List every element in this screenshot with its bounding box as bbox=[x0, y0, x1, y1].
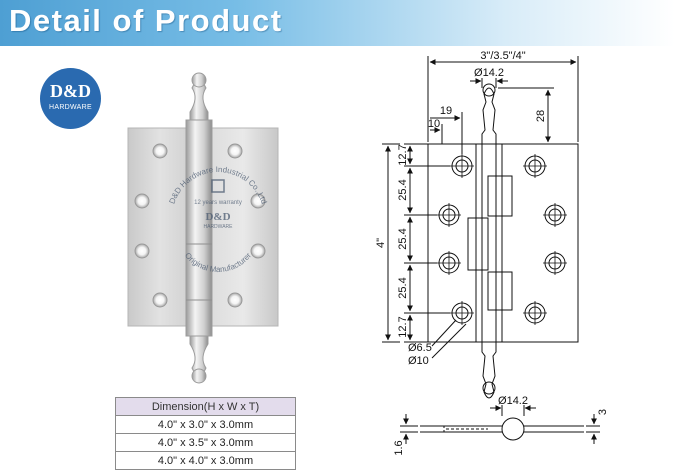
hinge-leaf-right bbox=[207, 127, 279, 327]
screw-hole bbox=[250, 243, 266, 259]
drawing-side-view bbox=[400, 405, 600, 444]
dim-leaf-thickness-label: 1.6 bbox=[393, 440, 405, 455]
dim-hole-outer-label: Ø10 bbox=[408, 355, 429, 367]
dimension-row: 4.0" x 3.5" x 3.0mm bbox=[115, 433, 296, 452]
header-banner: Detail of Product bbox=[0, 0, 675, 46]
technical-drawing: 3"/3.5"/4" Ø14.2 19 10 28 4" 12.7 25.4 2… bbox=[375, 50, 609, 456]
logo-main-text: D&D bbox=[50, 81, 91, 101]
screw-hole bbox=[227, 143, 243, 159]
watermark-brand: D&D bbox=[205, 211, 230, 223]
drawing-top-finial bbox=[481, 87, 497, 144]
dim-19-label: 19 bbox=[440, 105, 452, 117]
dim-25-4-label: 25.4 bbox=[397, 277, 409, 298]
brand-logo: D&D HARDWARE bbox=[40, 68, 101, 129]
drawing-leaf-outline bbox=[427, 143, 579, 343]
dim-width-label: 3"/3.5"/4" bbox=[480, 50, 525, 62]
screw-hole bbox=[134, 243, 150, 259]
dimension-row: 4.0" x 4.0" x 3.0mm bbox=[115, 451, 296, 470]
dim-thickness-label: 3 bbox=[597, 409, 609, 415]
dim-25-4-label: 25.4 bbox=[397, 228, 409, 249]
screw-hole bbox=[134, 193, 150, 209]
screw-hole bbox=[152, 292, 168, 308]
dim-10-label: 10 bbox=[428, 118, 440, 130]
screw-hole bbox=[152, 143, 168, 159]
watermark-warranty: 12 years warranty bbox=[194, 200, 242, 206]
logo-sub-text: HARDWARE bbox=[49, 104, 92, 111]
screw-hole bbox=[250, 193, 266, 209]
drawing-knuckle bbox=[481, 143, 497, 343]
watermark-brand-sub: HARDWARE bbox=[204, 224, 234, 230]
dimension-table-header: Dimension(H x W x T) bbox=[115, 397, 296, 416]
dim-height-label: 4" bbox=[375, 238, 387, 248]
page-title: Detail of Product bbox=[9, 3, 283, 38]
dim-28-label: 28 bbox=[535, 110, 547, 122]
product-photo: D&D Hardware Industrial Co.,Ltd Original… bbox=[127, 72, 279, 384]
dim-12-7-bottom-label: 12.7 bbox=[397, 316, 409, 337]
dim-side-dia-label: Ø14.2 bbox=[498, 395, 528, 407]
dim-finial-dia-label: Ø14.2 bbox=[474, 67, 504, 79]
drawing-bottom-finial bbox=[481, 342, 497, 399]
dim-hole-inner-label: Ø6.5 bbox=[408, 342, 432, 354]
screw-hole bbox=[227, 292, 243, 308]
dim-12-7-top-label: 12.7 bbox=[397, 144, 409, 165]
dimension-table: Dimension(H x W x T) 4.0" x 3.0" x 3.0mm… bbox=[115, 397, 296, 470]
dimension-row: 4.0" x 3.0" x 3.0mm bbox=[115, 415, 296, 434]
dim-25-4-label: 25.4 bbox=[397, 179, 409, 200]
